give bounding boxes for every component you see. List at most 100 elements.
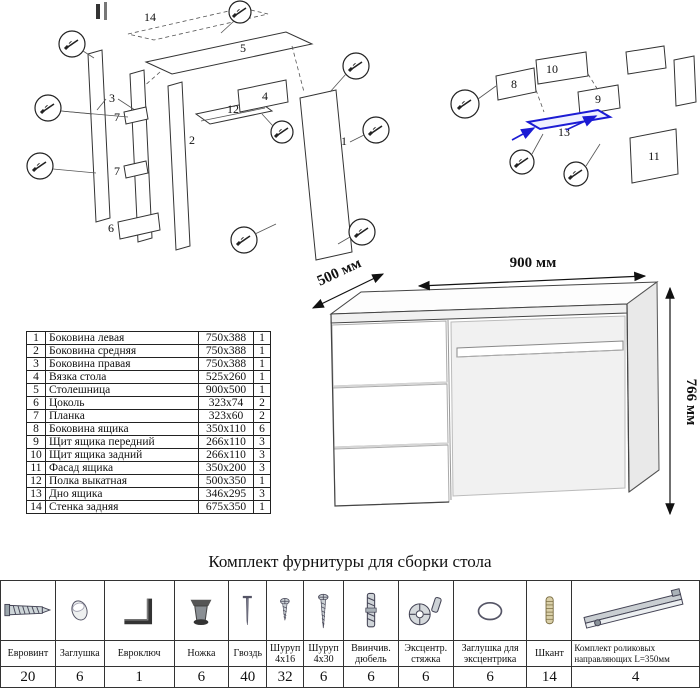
- desk-drawer-1: [331, 320, 448, 387]
- part-size: 266x110: [198, 448, 254, 462]
- part-qty: 1: [253, 344, 271, 358]
- hardware-item: Ножка 6: [174, 581, 230, 687]
- parts-table-row: 14 Стенка задняя 675x350 1: [26, 500, 271, 514]
- label-part-14: 14: [144, 10, 156, 24]
- part-number: 13: [26, 487, 46, 501]
- fastener-callout: [230, 226, 258, 254]
- part-number: 2: [26, 344, 46, 358]
- part-name: Цоколь: [45, 396, 199, 410]
- label-part-7a: 7: [114, 110, 120, 124]
- top-fastener-icons: [96, 2, 107, 20]
- euro-screw-icon: [1, 581, 55, 641]
- part-qty: 2: [253, 409, 271, 423]
- part-size: 750x388: [198, 331, 254, 345]
- part-size: 525x260: [198, 370, 254, 384]
- fastener-callout: [362, 116, 390, 144]
- part-size: 750x388: [198, 344, 254, 358]
- part-number: 3: [26, 357, 46, 371]
- hardware-item-qty: 6: [197, 668, 206, 685]
- part-size: 350x110: [198, 422, 254, 436]
- part-name: Боковина правая: [45, 357, 199, 371]
- hardware-item-name: Заглушка: [55, 641, 104, 667]
- part-number: 5: [26, 383, 46, 397]
- leg-icon: [174, 581, 229, 641]
- panel-drawer-extra-back: [625, 45, 667, 75]
- fastener-callout: [228, 0, 252, 24]
- parts-table-row: 1 Боковина левая 750x388 1: [26, 331, 271, 345]
- fastener-callout: [270, 120, 294, 144]
- parts-table-row: 13 Дно ящика 346x295 3: [26, 487, 271, 501]
- parts-list-body: 1 Боковина левая 750x388 1 2 Боковина ср…: [26, 331, 271, 514]
- part-number: 10: [26, 448, 46, 462]
- panel-middle-side-2: [167, 81, 191, 251]
- desk-right-side: [626, 281, 660, 493]
- plug-icon: [55, 581, 104, 641]
- part-number: 9: [26, 435, 46, 449]
- hardware-item-name: Шуруп 4x30: [304, 641, 344, 667]
- hardware-item-name: Ножка: [174, 641, 229, 667]
- panel-drawer-front-9: [577, 84, 621, 116]
- screw-short-icon: [267, 581, 304, 641]
- part-size: 675x350: [198, 500, 254, 514]
- part-name: Вязка стола: [45, 370, 199, 384]
- dimension-width-label: 900 мм: [510, 255, 557, 271]
- hardware-item: Заглушка 6: [55, 581, 105, 687]
- screw-dowel-icon: [344, 581, 398, 641]
- insert-arrow: [511, 127, 536, 141]
- part-number: 1: [26, 331, 46, 345]
- hardware-item-name: Ввинчив. дюбель: [344, 641, 398, 667]
- label-part-10: 10: [546, 62, 558, 76]
- desk-drawer-3: [333, 444, 450, 507]
- dimension-height: 766 мм: [665, 286, 699, 516]
- desk-kneehole: [450, 315, 626, 497]
- label-part-7b: 7: [114, 164, 120, 178]
- part-number: 4: [26, 370, 46, 384]
- label-part-13: 13: [558, 125, 570, 139]
- hardware-item-qty: 6: [486, 668, 494, 685]
- panel-plank-7b: [123, 160, 149, 179]
- fastener-callout: [509, 149, 535, 175]
- hardware-item-qty: 32: [277, 668, 293, 685]
- fastener-callout: [342, 52, 370, 80]
- hardware-item: Шкант 14: [527, 581, 573, 687]
- fastener-callout: [563, 161, 589, 187]
- hardware-item: Шуруп 4x16 32: [267, 581, 305, 687]
- hardware-item-qty: 20: [20, 668, 36, 685]
- label-part-4: 4: [262, 89, 268, 103]
- hardware-item-qty: 14: [541, 668, 557, 685]
- exploded-diagram-drawer: 10 8 9 13 11: [450, 45, 697, 187]
- part-number: 12: [26, 474, 46, 488]
- part-size: 900x500: [198, 383, 254, 397]
- part-qty: 1: [253, 383, 271, 397]
- hardware-kit-table: Евровинт 20 Заглушка 6 Евроключ 1 Ножка …: [0, 580, 700, 688]
- insert-arrow: [565, 115, 598, 131]
- label-part-8: 8: [511, 77, 517, 91]
- fastener-callout: [26, 152, 54, 180]
- part-name: Щит ящика задний: [45, 448, 199, 462]
- hardware-item-name: Евроключ: [104, 641, 174, 667]
- label-part-3: 3: [109, 91, 115, 105]
- parts-table-row: 5 Столешница 900x500 1: [26, 383, 271, 397]
- parts-table-row: 12 Полка выкатная 500x350 1: [26, 474, 271, 488]
- dimension-depth-label: 500 мм: [315, 255, 364, 289]
- part-size: 350x200: [198, 461, 254, 475]
- part-name: Планка: [45, 409, 199, 423]
- hardware-item: Евровинт 20: [1, 581, 56, 687]
- panel-plinth-6: [117, 212, 161, 240]
- label-part-11: 11: [648, 149, 660, 163]
- parts-table-row: 11 Фасад ящика 350x200 3: [26, 461, 271, 475]
- parts-list-table: 1 Боковина левая 750x388 1 2 Боковина ср…: [26, 331, 271, 514]
- part-name: Столешница: [45, 383, 199, 397]
- panel-back-wall-14: [127, 7, 269, 41]
- dimension-height-label: 766 мм: [683, 379, 699, 426]
- panel-tabletop-5: [144, 31, 314, 75]
- panel-plank-7a: [123, 106, 149, 125]
- label-part-5: 5: [240, 41, 246, 55]
- desk-drawer-2: [332, 383, 449, 448]
- part-qty: 3: [253, 487, 271, 501]
- part-name: Стенка задняя: [45, 500, 199, 514]
- desk-body: [329, 281, 660, 507]
- hardware-item-name: Евровинт: [1, 641, 55, 667]
- part-name: Фасад ящика: [45, 461, 199, 475]
- part-qty: 1: [253, 370, 271, 384]
